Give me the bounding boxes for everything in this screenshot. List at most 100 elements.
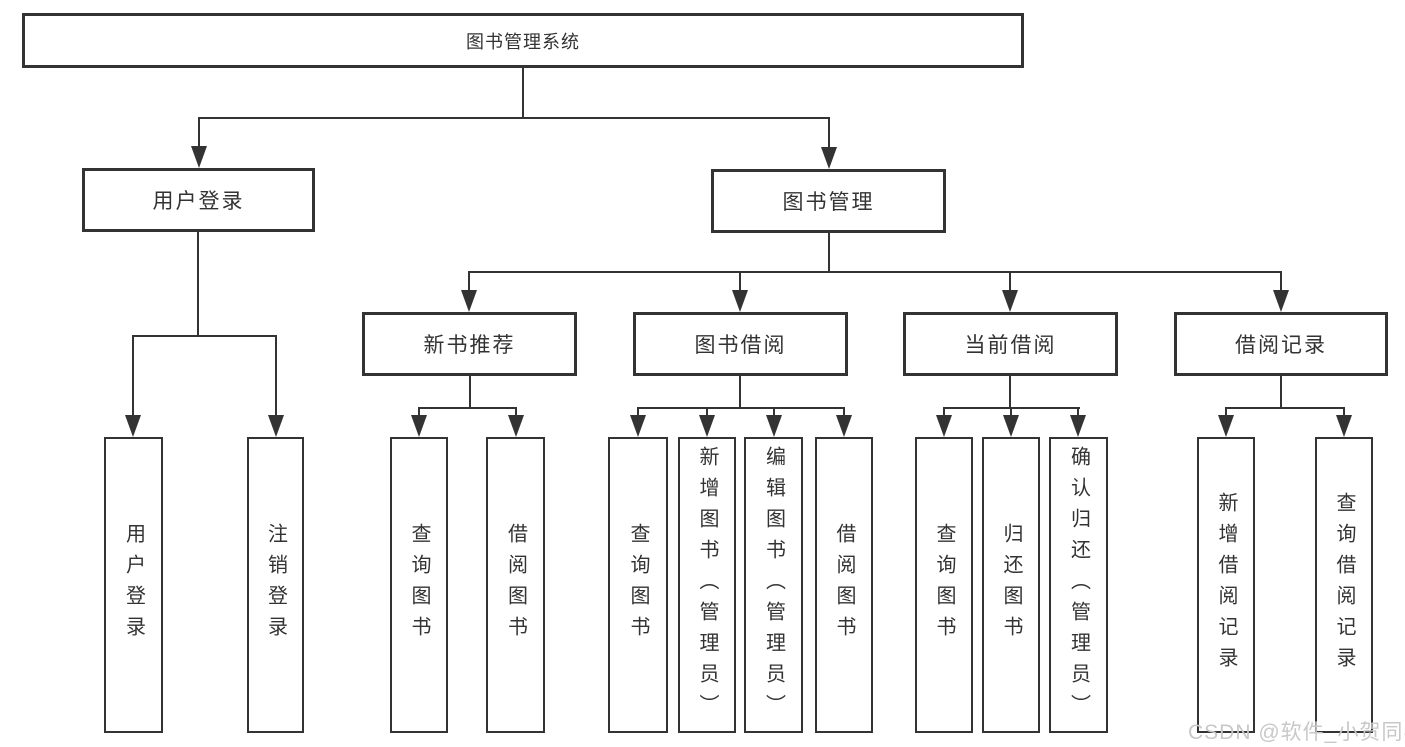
node-label: 图书管理系统 bbox=[466, 31, 580, 52]
leaf-label: 注销登录 bbox=[264, 523, 287, 647]
node-user-login-branch: 用户登录 bbox=[82, 168, 315, 232]
arrow-stem bbox=[637, 407, 639, 415]
arrow-stem bbox=[828, 117, 830, 147]
leaf-label: 新增图书（管理员） bbox=[696, 445, 718, 725]
connector-br-drop bbox=[1280, 376, 1282, 409]
leaf-user-login: 用户登录 bbox=[104, 437, 163, 733]
leaf-br-query-record: 查询借阅记录 bbox=[1315, 437, 1373, 733]
leaf-bb-add-books-admin: 新增图书（管理员） bbox=[678, 437, 736, 733]
arrow-stem bbox=[275, 335, 277, 415]
node-book-management-branch: 图书管理 bbox=[711, 169, 946, 233]
node-current-borrowing: 当前借阅 bbox=[903, 312, 1118, 376]
arrow-head-icon bbox=[732, 290, 748, 312]
arrow-to-leaf-br-add bbox=[1218, 407, 1234, 437]
leaf-label: 查询图书 bbox=[933, 523, 955, 647]
arrow-stem bbox=[843, 407, 845, 415]
arrow-to-book-management-branch bbox=[821, 117, 837, 169]
arrow-stem bbox=[1225, 407, 1227, 415]
arrow-to-borrowing-records bbox=[1273, 271, 1289, 312]
arrow-to-leaf-cb-query bbox=[936, 407, 952, 437]
node-label: 图书管理 bbox=[782, 191, 875, 214]
arrow-head-icon bbox=[1218, 415, 1234, 437]
arrow-head-icon bbox=[766, 415, 782, 437]
arrow-head-icon bbox=[1003, 415, 1019, 437]
leaf-cb-query-books: 查询图书 bbox=[915, 437, 973, 733]
node-label: 借阅记录 bbox=[1235, 334, 1327, 357]
node-label: 用户登录 bbox=[152, 190, 245, 213]
leaf-bb-borrow-books: 借阅图书 bbox=[815, 437, 873, 733]
arrow-head-icon bbox=[268, 415, 284, 437]
leaf-label: 查询图书 bbox=[627, 523, 649, 647]
arrow-head-icon bbox=[461, 290, 477, 312]
arrow-head-icon bbox=[1002, 290, 1018, 312]
connector-nbr-drop bbox=[469, 376, 471, 409]
arrow-to-leaf-user-login bbox=[125, 335, 141, 437]
arrow-stem bbox=[198, 117, 200, 146]
arrow-head-icon bbox=[821, 147, 837, 169]
arrow-to-leaf-cb-confirm bbox=[1070, 407, 1086, 437]
node-label: 新书推荐 bbox=[423, 334, 516, 357]
connector-root-drop bbox=[522, 68, 524, 119]
leaf-bb-edit-books-admin: 编辑图书（管理员） bbox=[744, 437, 803, 733]
arrow-head-icon bbox=[936, 415, 952, 437]
node-borrowing-records: 借阅记录 bbox=[1174, 312, 1388, 376]
arrow-stem bbox=[132, 335, 134, 415]
connector-cb-drop bbox=[1009, 376, 1011, 409]
arrow-stem bbox=[739, 271, 741, 290]
node-label: 当前借阅 bbox=[964, 334, 1057, 357]
node-label: 图书借阅 bbox=[694, 334, 787, 357]
arrow-stem bbox=[706, 407, 708, 415]
arrow-to-leaf-nbr-query bbox=[411, 407, 427, 437]
node-new-book-recommendation: 新书推荐 bbox=[362, 312, 577, 376]
connector-book-management-rail bbox=[468, 271, 1281, 273]
arrow-to-leaf-br-query bbox=[1336, 407, 1352, 437]
leaf-label: 新增借阅记录 bbox=[1215, 492, 1237, 678]
arrow-stem bbox=[468, 271, 470, 290]
arrow-stem bbox=[1010, 407, 1012, 415]
arrow-head-icon bbox=[836, 415, 852, 437]
arrow-to-leaf-bb-query bbox=[630, 407, 646, 437]
connector-bb-drop bbox=[739, 376, 741, 409]
arrow-stem bbox=[1009, 271, 1011, 290]
connector-user-login-drop bbox=[197, 232, 199, 337]
csdn-watermark: CSDN @软件_小贺同学 bbox=[1188, 721, 1405, 744]
connector-bb-rail bbox=[637, 407, 845, 409]
arrow-to-leaf-logout bbox=[268, 335, 284, 437]
arrow-to-current-borrowing bbox=[1002, 271, 1018, 312]
leaf-label: 归还图书 bbox=[1000, 523, 1022, 647]
arrow-head-icon bbox=[630, 415, 646, 437]
arrow-head-icon bbox=[125, 415, 141, 437]
leaf-label: 用户登录 bbox=[122, 523, 145, 647]
leaf-label: 查询借阅记录 bbox=[1333, 492, 1355, 678]
leaf-label: 确认归还（管理员） bbox=[1067, 445, 1090, 725]
leaf-bb-query-books: 查询图书 bbox=[608, 437, 668, 733]
leaf-cb-confirm-return-admin: 确认归还（管理员） bbox=[1049, 437, 1108, 733]
leaf-label: 编辑图书（管理员） bbox=[762, 445, 785, 725]
arrow-to-new-book-recommendation bbox=[461, 271, 477, 312]
arrow-head-icon bbox=[1070, 415, 1086, 437]
arrow-stem bbox=[418, 407, 420, 415]
leaf-nbr-query-books: 查询图书 bbox=[390, 437, 448, 733]
leaf-label: 借阅图书 bbox=[504, 523, 527, 647]
arrow-to-user-login-branch bbox=[191, 117, 207, 168]
arrow-head-icon bbox=[1273, 290, 1289, 312]
arrow-to-leaf-bb-edit bbox=[766, 407, 782, 437]
connector-br-rail bbox=[1225, 407, 1345, 409]
arrow-stem bbox=[1280, 271, 1282, 290]
arrow-stem bbox=[773, 407, 775, 415]
arrow-head-icon bbox=[508, 415, 524, 437]
arrow-stem bbox=[943, 407, 945, 415]
connector-root-rail bbox=[198, 117, 830, 119]
arrow-head-icon bbox=[1336, 415, 1352, 437]
leaf-label: 查询图书 bbox=[408, 523, 430, 647]
arrow-head-icon bbox=[699, 415, 715, 437]
arrow-stem bbox=[515, 407, 517, 415]
leaf-cb-return-books: 归还图书 bbox=[982, 437, 1040, 733]
arrow-stem bbox=[1077, 407, 1079, 415]
leaf-nbr-borrow-books: 借阅图书 bbox=[486, 437, 545, 733]
arrow-to-leaf-cb-return bbox=[1003, 407, 1019, 437]
node-library-management-system: 图书管理系统 bbox=[22, 13, 1024, 68]
arrow-head-icon bbox=[191, 146, 207, 168]
connector-book-management-drop bbox=[828, 233, 830, 273]
